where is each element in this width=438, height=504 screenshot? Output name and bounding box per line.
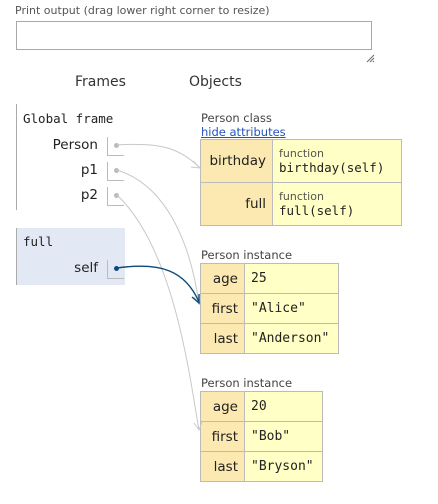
function-signature: birthday(self) xyxy=(279,160,385,175)
var-p1-name: p1 xyxy=(80,162,98,178)
person-class-table: birthday function birthday(self) full fu… xyxy=(200,139,402,226)
var-p2-name: p2 xyxy=(80,187,98,203)
var-person-pointer xyxy=(114,143,119,148)
var-person-name: Person xyxy=(52,137,98,153)
instance1-row-age: age 25 xyxy=(200,263,339,294)
instance2-key-age: age xyxy=(200,391,245,422)
var-self-pointer xyxy=(114,266,119,271)
instance1-key-last: last xyxy=(200,323,245,354)
call-frame-full xyxy=(16,228,125,285)
class-key-birthday: birthday xyxy=(200,139,273,183)
instance2-row-age: age 20 xyxy=(200,391,323,422)
instance2-table: age 20 first "Bob" last "Bryson" xyxy=(200,391,323,482)
class-row-birthday: birthday function birthday(self) xyxy=(200,139,402,183)
class-value-birthday: function birthday(self) xyxy=(272,139,402,183)
print-output-box[interactable] xyxy=(16,21,372,50)
instance2-value-first: "Bob" xyxy=(244,421,323,452)
call-frame-title: full xyxy=(23,234,54,249)
var-person-slot xyxy=(107,137,124,156)
var-self-slot xyxy=(107,260,124,279)
arrow-p2-to-instance2 xyxy=(116,194,200,431)
var-p2-slot xyxy=(107,187,124,206)
global-frame-title: Global frame xyxy=(23,111,114,126)
var-p2-pointer xyxy=(114,193,119,198)
arrow-person-to-class xyxy=(116,143,201,169)
class-key-full: full xyxy=(200,182,273,226)
arrow-p1-to-instance1 xyxy=(116,169,200,305)
instance1-label: Person instance xyxy=(201,248,293,262)
instance1-key-first: first xyxy=(200,293,245,324)
instance1-value-first: "Alice" xyxy=(244,293,339,324)
function-tag: function xyxy=(279,147,324,160)
instance1-row-last: last "Anderson" xyxy=(200,323,339,354)
arrowhead-self xyxy=(191,294,200,305)
class-row-full: full function full(self) xyxy=(200,182,402,226)
var-self-name: self xyxy=(74,260,98,276)
resize-grip-icon[interactable] xyxy=(365,53,375,63)
instance2-key-last: last xyxy=(200,451,245,482)
print-output-label: Print output (drag lower right corner to… xyxy=(15,4,270,17)
arrowhead-person xyxy=(190,160,202,169)
instance2-row-first: first "Bob" xyxy=(200,421,323,452)
instance2-row-last: last "Bryson" xyxy=(200,451,323,482)
function-tag: function xyxy=(279,190,324,203)
instance1-key-age: age xyxy=(200,263,245,294)
frames-header: Frames xyxy=(75,74,126,90)
instance1-table: age 25 first "Alice" last "Anderson" xyxy=(200,263,339,354)
instance1-value-age: 25 xyxy=(244,263,339,294)
arrow-self-to-instance1 xyxy=(116,265,200,303)
var-p1-slot xyxy=(107,162,124,181)
instance2-value-age: 20 xyxy=(244,391,323,422)
var-p1-pointer xyxy=(114,168,119,173)
global-frame xyxy=(16,104,127,210)
instance2-value-last: "Bryson" xyxy=(244,451,323,482)
function-signature: full(self) xyxy=(279,203,355,218)
instance2-key-first: first xyxy=(200,421,245,452)
class-value-full: function full(self) xyxy=(272,182,402,226)
hide-attributes-link[interactable]: hide attributes xyxy=(201,125,286,139)
instance1-row-first: first "Alice" xyxy=(200,293,339,324)
objects-header: Objects xyxy=(189,74,242,90)
instance2-label: Person instance xyxy=(201,376,293,390)
person-class-label: Person class xyxy=(201,111,272,125)
instance1-value-last: "Anderson" xyxy=(244,323,339,354)
